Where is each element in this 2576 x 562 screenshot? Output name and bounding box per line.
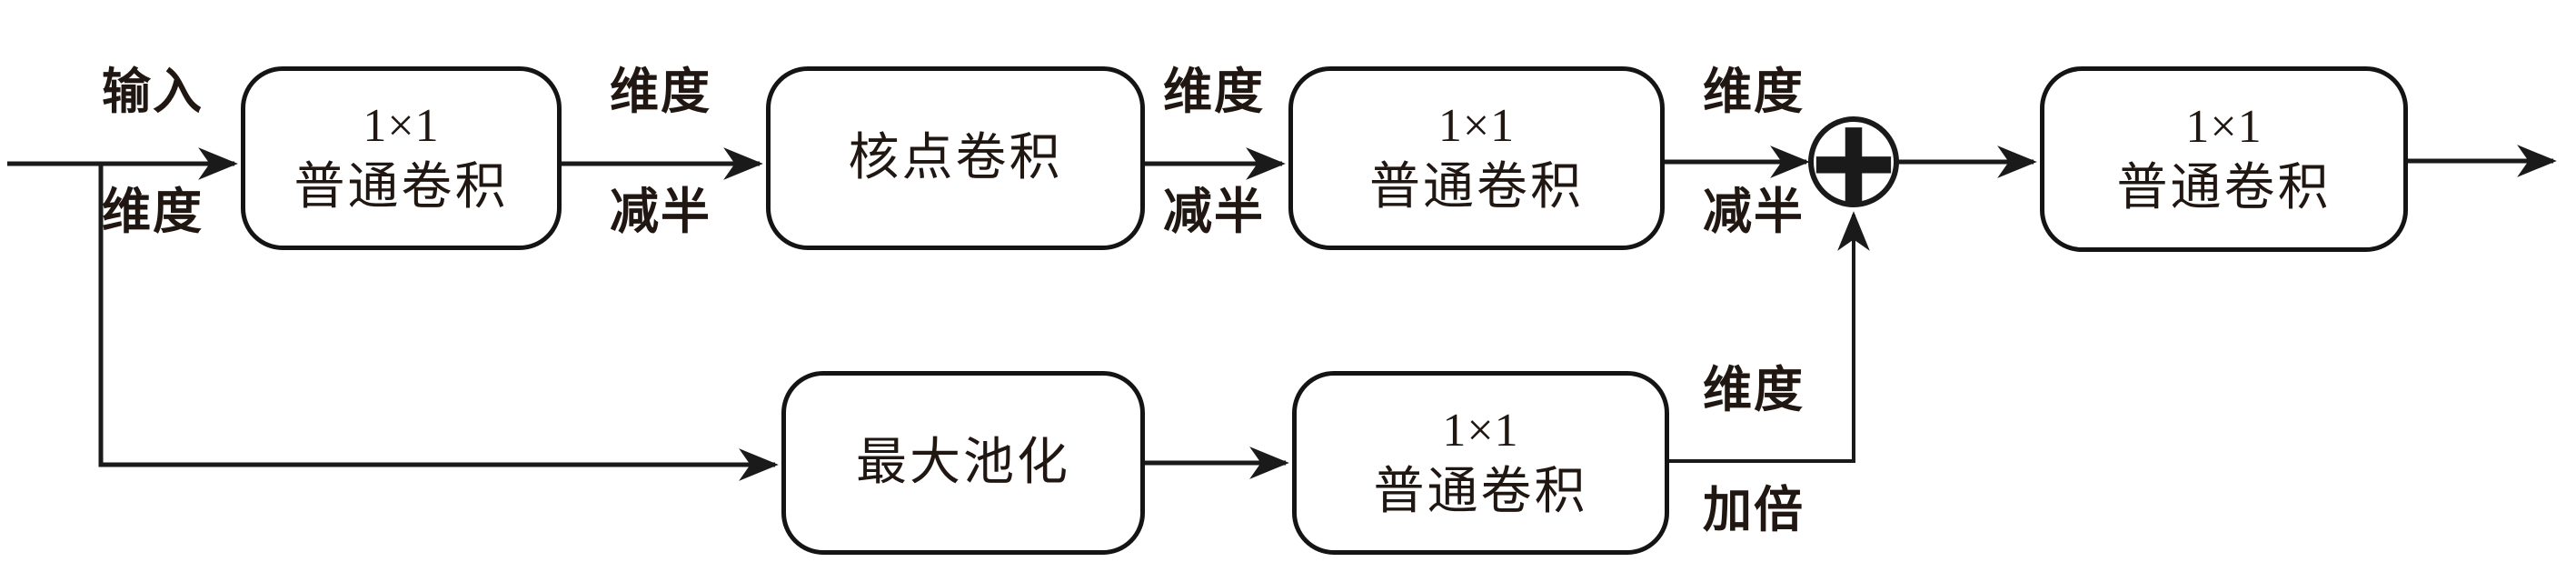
node-conv1x1-output-line1: 1×1 (2185, 101, 2263, 153)
node-kernel-conv-line1: 核点卷积 (848, 130, 1063, 186)
node-max-pool-line1: 最大池化 (856, 435, 1070, 491)
shortcut-branch-line (98, 164, 779, 481)
node-conv1x1-output-line2: 普通卷积 (2116, 160, 2332, 216)
input-dim-label: 输入 维度 (44, 2, 262, 302)
sum-circle (1808, 116, 1899, 207)
node-conv1x1-1-line1: 1×1 (363, 100, 440, 152)
input-dim-label-line1: 输入 (102, 65, 204, 119)
node-conv1x1-2-line1: 1×1 (1437, 100, 1516, 152)
input-dim-label-line2: 维度 (102, 185, 204, 239)
bottomconv-to-sum-arrow (1669, 211, 1870, 463)
node-conv1x1-output: 1×1 普通卷积 (2040, 66, 2408, 252)
dim-halve-label-3: 维度 减半 (1703, 65, 1805, 239)
node-max-pool: 最大池化 (781, 371, 1145, 555)
node-conv1x1-2-line2: 普通卷积 (1369, 159, 1584, 216)
node-conv1x1-bottom: 1×1 普通卷积 (1292, 371, 1669, 555)
node-conv1x1-bottom-line1: 1×1 (1442, 405, 1519, 457)
node-conv1x1-1-line2: 普通卷积 (293, 159, 509, 216)
node-conv1x1-1: 1×1 普通卷积 (241, 66, 562, 250)
node-conv1x1-2: 1×1 普通卷积 (1288, 66, 1665, 250)
dim-double-label: 维度 加倍 (1703, 363, 1805, 537)
dim-halve-label-2: 维度 减半 (1163, 65, 1265, 239)
node-conv1x1-bottom-line2: 普通卷积 (1373, 464, 1588, 520)
plus-symbol: + (1806, 96, 1902, 228)
dim-halve-label-1: 维度 减半 (610, 65, 711, 239)
node-kernel-conv: 核点卷积 (766, 66, 1145, 250)
